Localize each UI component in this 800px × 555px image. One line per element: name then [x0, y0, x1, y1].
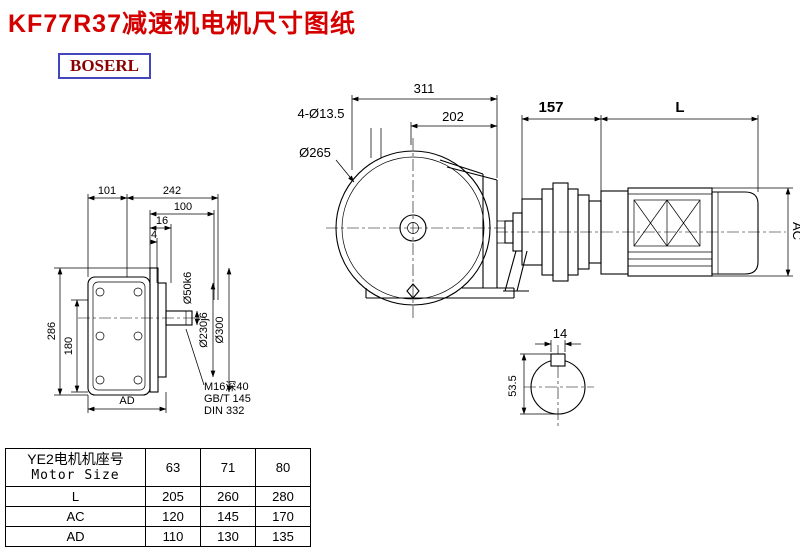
- dim-286: 286: [46, 322, 58, 340]
- dim-180: 180: [63, 337, 75, 355]
- table-cell-l-80: 280: [255, 486, 311, 507]
- table-cell-ad-80: 135: [255, 526, 311, 547]
- note-din-332: DIN 332: [204, 405, 244, 417]
- table-header-en: Motor Size: [31, 468, 120, 483]
- table-row-label-ad: AD: [5, 526, 146, 547]
- dim-242: 242: [163, 185, 181, 197]
- motor-size-table: YE2电机机座号 Motor Size 63 71 80 L 205 260 2…: [5, 448, 311, 547]
- table-cell-l-71: 260: [200, 486, 256, 507]
- table-cell-ac-80: 170: [255, 506, 311, 527]
- dim-53-5: 53.5: [507, 375, 519, 396]
- table-header-cn: YE2电机机座号: [27, 451, 124, 467]
- dim-4: 4: [151, 229, 157, 241]
- table-cell-l-63: 205: [145, 486, 201, 507]
- table-header-size-71: 71: [200, 448, 256, 487]
- table-header-size-63: 63: [145, 448, 201, 487]
- dim-16: 16: [156, 215, 168, 227]
- front-view: 311 202 4-Ø13.5 Ø265: [298, 81, 515, 318]
- table-row-label-ac: AC: [5, 506, 146, 527]
- page-title: KF77R37减速机电机尺寸图纸: [8, 10, 356, 38]
- table-cell-ac-71: 145: [200, 506, 256, 527]
- table-row-l: L 205 260 280: [5, 486, 311, 507]
- brand-logo: BOSERL: [58, 53, 151, 79]
- dim-l: L: [675, 99, 684, 116]
- table-row-ad: AD 110 130 135: [5, 526, 311, 547]
- shaft-section-view: 14 53.5: [507, 326, 594, 428]
- table-row-ac: AC 120 145 170: [5, 506, 311, 527]
- dim-157: 157: [538, 99, 563, 116]
- dim-diameter-300: Ø300: [214, 317, 226, 344]
- dim-bolt-holes: 4-Ø13.5: [298, 106, 345, 121]
- table-cell-ac-63: 120: [145, 506, 201, 527]
- dim-diameter-230j6: Ø230j6: [198, 312, 210, 347]
- table-header-row: YE2电机机座号 Motor Size 63 71 80: [5, 448, 311, 487]
- dim-ac: AC: [790, 222, 800, 240]
- note-m16-depth-40: M16深40: [204, 380, 249, 393]
- table-cell-ad-63: 110: [145, 526, 201, 547]
- table-header-size-80: 80: [255, 448, 311, 487]
- dim-100: 100: [174, 201, 192, 213]
- motor-view: 157 L AC: [496, 99, 800, 292]
- dim-202: 202: [442, 109, 464, 124]
- table-cell-ad-71: 130: [200, 526, 256, 547]
- dim-diameter-265: Ø265: [299, 145, 331, 160]
- note-gbt-145: GB/T 145: [204, 393, 251, 405]
- table-row-label-l: L: [5, 486, 146, 507]
- dim-diameter-50k6: Ø50k6: [182, 272, 194, 304]
- side-view: 101 242 100 16 4 286 180 AD Ø50k6 Ø230j6…: [46, 185, 251, 417]
- dim-311: 311: [414, 81, 435, 96]
- dim-101: 101: [98, 185, 116, 197]
- table-header-motor-size: YE2电机机座号 Motor Size: [5, 448, 146, 487]
- dim-ad: AD: [119, 395, 134, 407]
- dim-14: 14: [553, 326, 567, 341]
